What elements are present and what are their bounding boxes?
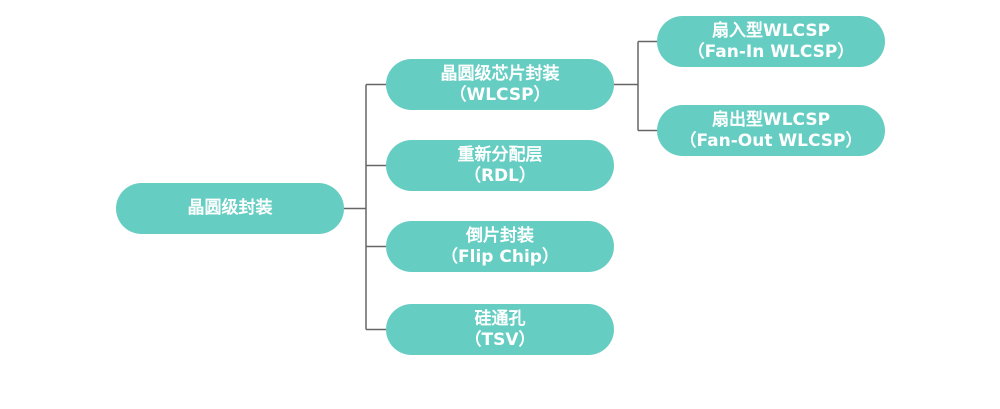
tsv-node: 硅通孔 （TSV） (386, 304, 614, 355)
wlcsp-node-title: 晶圆级芯片封装 (440, 63, 560, 84)
rdl-node: 重新分配层 （RDL） (386, 140, 614, 191)
fan-out-node: 扇出型WLCSP （Fan-Out WLCSP） (657, 105, 885, 156)
fan-in-node-subtitle: （Fan-In WLCSP） (687, 41, 855, 62)
rdl-node-subtitle: （RDL） (463, 165, 537, 186)
fan-in-node-title: 扇入型WLCSP (711, 20, 831, 41)
root-node: 晶圆级封装 (116, 183, 344, 234)
fan-out-node-subtitle: （Fan-Out WLCSP） (679, 130, 863, 151)
root-node-label: 晶圆级封装 (187, 198, 273, 218)
flip-chip-node: 倒片封装 （Flip Chip） (386, 221, 614, 272)
tsv-node-title: 硅通孔 (474, 308, 526, 329)
fan-in-node: 扇入型WLCSP （Fan-In WLCSP） (657, 16, 885, 67)
flip-chip-node-title: 倒片封装 (466, 225, 534, 246)
fan-out-node-title: 扇出型WLCSP (711, 109, 831, 130)
flip-chip-node-subtitle: （Flip Chip） (441, 246, 559, 267)
wlcsp-node: 晶圆级芯片封装 （WLCSP） (386, 59, 614, 110)
tsv-node-subtitle: （TSV） (464, 329, 536, 350)
wlcsp-node-subtitle: （WLCSP） (449, 84, 551, 105)
rdl-node-title: 重新分配层 (457, 144, 543, 165)
